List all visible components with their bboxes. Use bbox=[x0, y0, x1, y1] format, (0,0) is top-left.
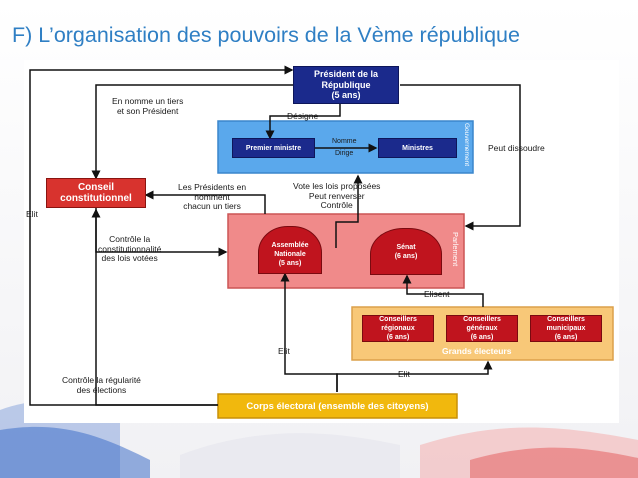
gouvernement-side-label: Gouvernement bbox=[463, 123, 470, 166]
senat-dome: Sénat (6 ans) bbox=[370, 228, 442, 275]
assemblee-nationale-dome: Assemblée Nationale (5 ans) bbox=[258, 226, 322, 274]
conseillers-generaux-box: Conseillers généraux (6 ans) bbox=[446, 315, 518, 342]
premier-ministre-label: Premier ministre bbox=[245, 144, 302, 152]
senat-line2: (6 ans) bbox=[394, 253, 418, 260]
regionaux-line3: (6 ans) bbox=[386, 334, 410, 341]
controle-const-line2: constitutionnalité bbox=[98, 243, 162, 254]
corps-electoral-label: Corps électoral (ensemble des citoyens) bbox=[246, 400, 429, 412]
conseillers-municipaux-box: Conseillers municipaux (6 ans) bbox=[530, 315, 602, 342]
conseil-line2: constitutionnel bbox=[60, 193, 132, 204]
president-line2: République bbox=[321, 79, 371, 90]
premier-ministre-box: Premier ministre bbox=[232, 138, 315, 158]
corps-electoral-box: Corps électoral (ensemble des citoyens) bbox=[218, 394, 457, 418]
assemblee-line3: (5 ans) bbox=[278, 260, 302, 267]
president-line3: (5 ans) bbox=[331, 90, 361, 101]
regionaux-line2: régionaux bbox=[381, 325, 415, 332]
controle-regularite-label: Contrôle la régularité des élections bbox=[62, 375, 141, 395]
presidents-line3: chacun un tiers bbox=[183, 201, 241, 211]
ministres-label: Ministres bbox=[402, 144, 433, 152]
slide-title: F) L’organisation des pouvoirs de la Vèm… bbox=[12, 23, 520, 47]
elit-mid-label: Elit bbox=[278, 346, 290, 356]
president-line1: Président de la bbox=[313, 69, 379, 80]
designe-label: Désigne bbox=[287, 111, 319, 121]
conseil-constitutionnel-box: Conseil constitutionnel bbox=[46, 178, 146, 208]
generaux-line2: généraux bbox=[466, 325, 498, 332]
nomme-tiers-line1: En nomme un tiers bbox=[112, 96, 184, 106]
generaux-line1: Conseillers bbox=[463, 316, 501, 323]
presidents-nomment-label: Les Présidents en nomment chacun un tier… bbox=[178, 182, 247, 212]
regularite-line2: des élections bbox=[76, 384, 127, 395]
elit-left-label: Elit bbox=[26, 209, 38, 219]
dirige-label: Dirige bbox=[335, 150, 354, 157]
municipaux-line3: (6 ans) bbox=[554, 334, 578, 341]
parlement-side-label: Parlement bbox=[451, 232, 460, 267]
elit-bottom-label: Elit bbox=[398, 369, 410, 379]
regionaux-line1: Conseillers bbox=[379, 316, 417, 323]
ministres-box: Ministres bbox=[378, 138, 457, 158]
president-box: Président de la République (5 ans) bbox=[293, 66, 399, 104]
elisent-label: Elisent bbox=[424, 289, 450, 299]
controle-const-line3: des lois votées bbox=[101, 253, 158, 263]
conseillers-regionaux-box: Conseillers régionaux (6 ans) bbox=[362, 315, 434, 342]
assemblee-line2: Nationale bbox=[274, 251, 306, 258]
nomme-tiers-line2: et son Président bbox=[116, 105, 179, 116]
nomme-label: Nomme bbox=[332, 138, 357, 145]
assemblee-line1: Assemblée bbox=[271, 242, 309, 249]
grands-electeurs-label: Grands électeurs bbox=[442, 346, 512, 356]
controle-const-line1: Contrôle la bbox=[109, 234, 151, 244]
municipaux-line2: municipaux bbox=[546, 325, 586, 332]
senat-line1: Sénat bbox=[396, 244, 416, 251]
conseil-line1: Conseil bbox=[77, 182, 115, 193]
presidents-line2: nomment bbox=[194, 191, 230, 202]
vote-line1: Vote les lois proposées bbox=[293, 181, 381, 191]
controle-constitutionnalite-label: Contrôle la constitutionnalité des lois … bbox=[98, 234, 162, 264]
generaux-line3: (6 ans) bbox=[470, 334, 494, 341]
presidents-line1: Les Présidents en bbox=[178, 182, 247, 192]
municipaux-line1: Conseillers bbox=[547, 316, 585, 323]
peut-dissoudre-label: Peut dissoudre bbox=[488, 143, 545, 153]
vote-lois-label: Vote les lois proposées Peut renverser C… bbox=[293, 181, 381, 211]
vote-line3: Contrôle bbox=[320, 200, 353, 210]
nomme-tiers-label: En nomme un tiers et son Président bbox=[112, 96, 184, 116]
regularite-line1: Contrôle la régularité bbox=[62, 375, 141, 385]
vote-line2: Peut renverser bbox=[308, 190, 365, 201]
